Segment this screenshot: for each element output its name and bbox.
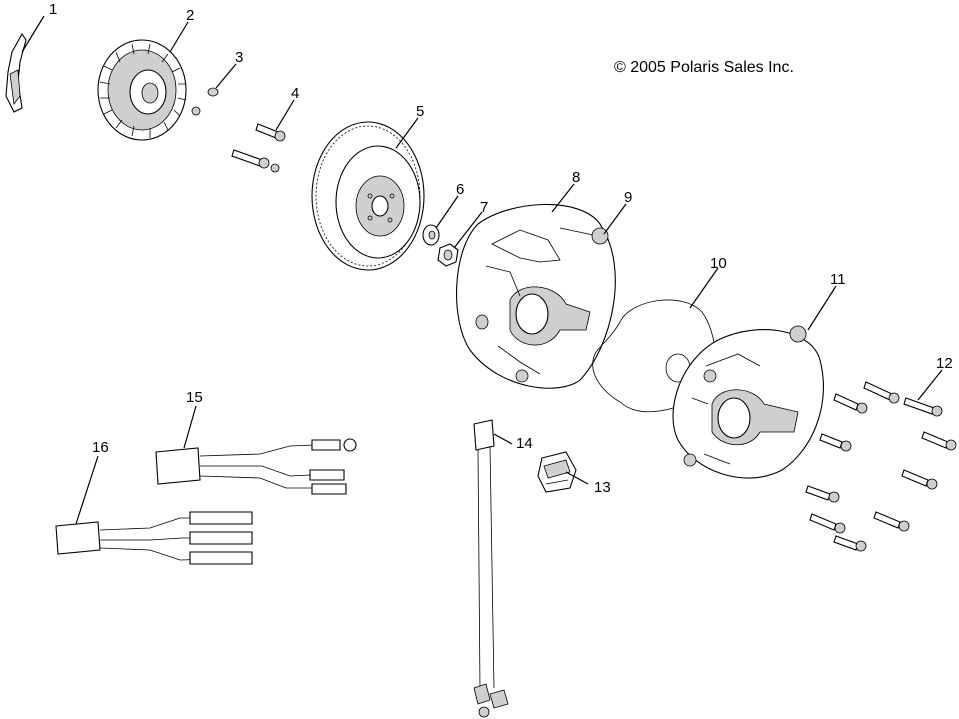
part-outer-cover bbox=[672, 325, 824, 479]
part-bracket bbox=[5, 32, 27, 113]
callout-15: 15 bbox=[186, 389, 203, 406]
callout-10: 10 bbox=[710, 255, 727, 272]
callout-14: 14 bbox=[516, 435, 533, 452]
callout-11: 11 bbox=[830, 271, 846, 288]
part-cover-bolts bbox=[805, 381, 957, 552]
callout-5: 5 bbox=[416, 103, 424, 120]
leader-lines bbox=[21, 15, 943, 525]
callout-3: 3 bbox=[235, 49, 243, 66]
callout-13: 13 bbox=[594, 479, 611, 496]
callout-2: 2 bbox=[186, 7, 194, 24]
callout-1: 1 bbox=[49, 1, 57, 18]
part-flywheel bbox=[311, 121, 425, 271]
part-washer bbox=[422, 224, 440, 246]
part-harness-upper bbox=[155, 438, 357, 495]
callout-6: 6 bbox=[456, 181, 464, 198]
part-nut bbox=[437, 243, 459, 267]
part-screw bbox=[191, 87, 219, 116]
part-harness-lower bbox=[55, 511, 253, 565]
part-connector bbox=[537, 451, 577, 493]
part-bolts-stator bbox=[231, 123, 286, 173]
callout-8: 8 bbox=[572, 169, 580, 186]
part-inner-cover bbox=[456, 203, 616, 389]
callout-7: 7 bbox=[480, 199, 488, 216]
callout-12: 12 bbox=[936, 355, 953, 372]
callout-16: 16 bbox=[92, 439, 109, 456]
callout-4: 4 bbox=[291, 85, 299, 102]
copyright-text: © 2005 Polaris Sales Inc. bbox=[614, 59, 794, 76]
part-sensor-lead bbox=[473, 419, 509, 718]
part-stator bbox=[97, 39, 187, 141]
callout-9: 9 bbox=[624, 189, 632, 206]
callout-labels: 1 2 3 4 5 6 7 8 9 10 11 12 13 14 15 16 bbox=[49, 1, 953, 496]
